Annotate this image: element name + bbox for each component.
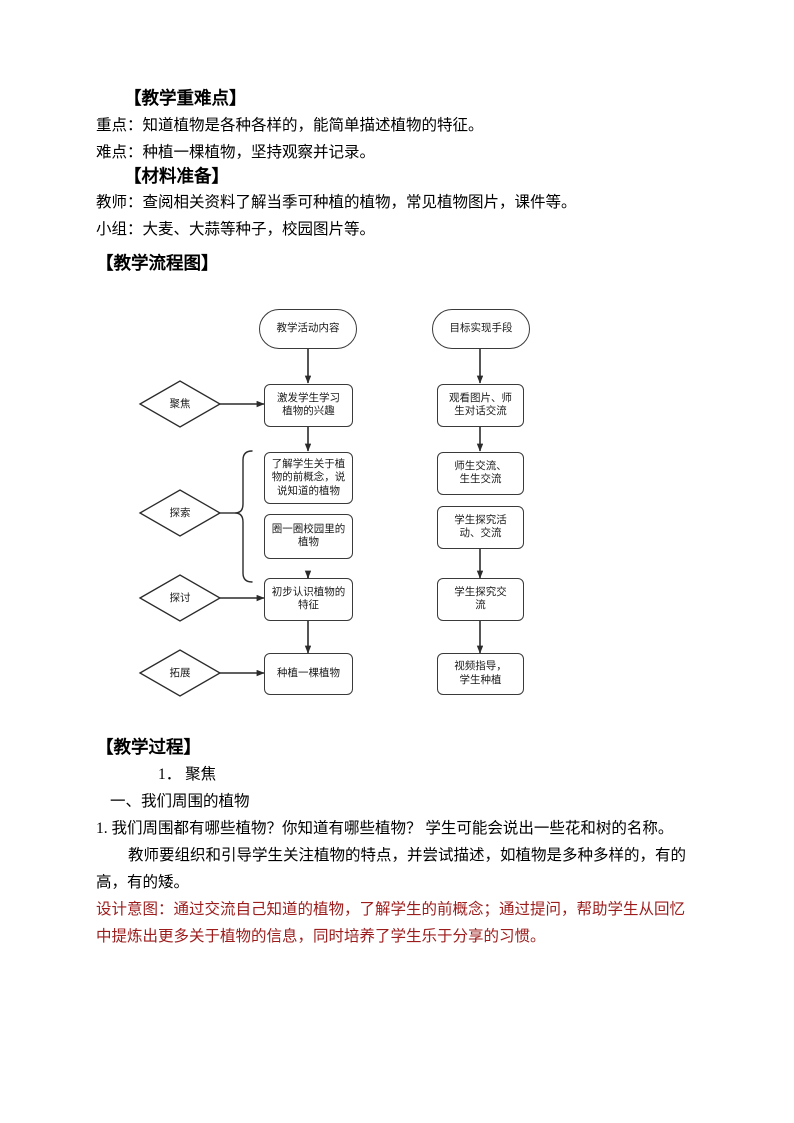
flow-column-header-activities: 教学活动内容 bbox=[259, 308, 357, 349]
section-materials: 【材料准备】 教师：查阅相关资料了解当季可种植的植物，常见植物图片，课件等。 小… bbox=[96, 166, 698, 244]
process-paragraph-2: 教师要组织和引导学生关注植物的特点，并尝试描述，如植物是多种多样的，有的高，有的… bbox=[96, 846, 687, 891]
teaching-flow-diagram: 聚焦 探索 探讨 拓展 教学活动内容 目标实现手段 激发学生学习 植物的兴趣 了… bbox=[92, 301, 694, 719]
section-key-points: 【教学重难点】 重点：知道植物是各种各样的，能简单描述植物的特征。 难点：种植一… bbox=[96, 0, 698, 166]
flow-method-node-1: 观看图片、师 生对话交流 bbox=[437, 383, 524, 427]
materials-line-group: 小组：大麦、大蒜等种子，校园图片等。 bbox=[96, 221, 376, 239]
section-flowchart: 【教学流程图】 bbox=[96, 253, 698, 719]
process-design-intent: 设计意图：通过交流自己知道的植物，了解学生的前概念；通过提问，帮助学生从回忆中提… bbox=[96, 900, 686, 945]
process-numbered-item: 1． 聚焦 bbox=[158, 765, 217, 783]
flow-activity-node-2: 了解学生关于植 物的前概念，说 说知道的植物 bbox=[264, 451, 353, 504]
brace-tansuo bbox=[234, 450, 253, 583]
flow-method-node-3: 学生探究活 动、交流 bbox=[437, 505, 524, 549]
section-heading-key-points: 【教学重难点】 bbox=[124, 89, 247, 109]
section-heading-process: 【教学过程】 bbox=[96, 737, 201, 758]
flow-method-node-4: 学生探究交 流 bbox=[437, 577, 524, 621]
flow-activity-node-4: 初步认识植物的 特征 bbox=[264, 577, 353, 621]
key-points-line-1: 重点：知道植物是各种各样的，能简单描述植物的特征。 bbox=[96, 116, 484, 134]
section-process: 【教学过程】 1． 聚焦 一、我们周围的植物 1. 我们周围都有哪些植物？你知道… bbox=[96, 737, 698, 950]
flow-method-node-2: 师生交流、 生生交流 bbox=[437, 451, 524, 495]
flow-activity-node-5: 种植一棵植物 bbox=[264, 652, 353, 695]
materials-line-teacher: 教师：查阅相关资料了解当季可种植的植物，常见植物图片，课件等。 bbox=[96, 194, 577, 212]
flow-stage-label-4: 拓展 bbox=[169, 667, 191, 680]
flow-stage-label-2: 探索 bbox=[169, 507, 191, 520]
flow-method-node-5: 视频指导， 学生种植 bbox=[437, 652, 524, 695]
flow-stage-label-1: 聚焦 bbox=[169, 398, 191, 411]
process-paragraph-1: 1. 我们周围都有哪些植物？你知道有哪些植物？ 学生可能会说出一些花和树的名称。 bbox=[96, 819, 674, 837]
section-heading-materials: 【材料准备】 bbox=[124, 166, 229, 187]
section-heading-flowchart: 【教学流程图】 bbox=[96, 254, 219, 275]
flow-activity-node-1: 激发学生学习 植物的兴趣 bbox=[264, 383, 353, 427]
process-subheading: 一、我们周围的植物 bbox=[110, 792, 250, 810]
key-points-line-2: 难点：种植一棵植物，坚持观察并记录。 bbox=[96, 143, 376, 161]
flow-stage-label-3: 探讨 bbox=[169, 592, 191, 605]
flow-activity-node-3: 圈一圈校园里的 植物 bbox=[264, 513, 353, 559]
flow-column-header-methods: 目标实现手段 bbox=[432, 308, 530, 349]
